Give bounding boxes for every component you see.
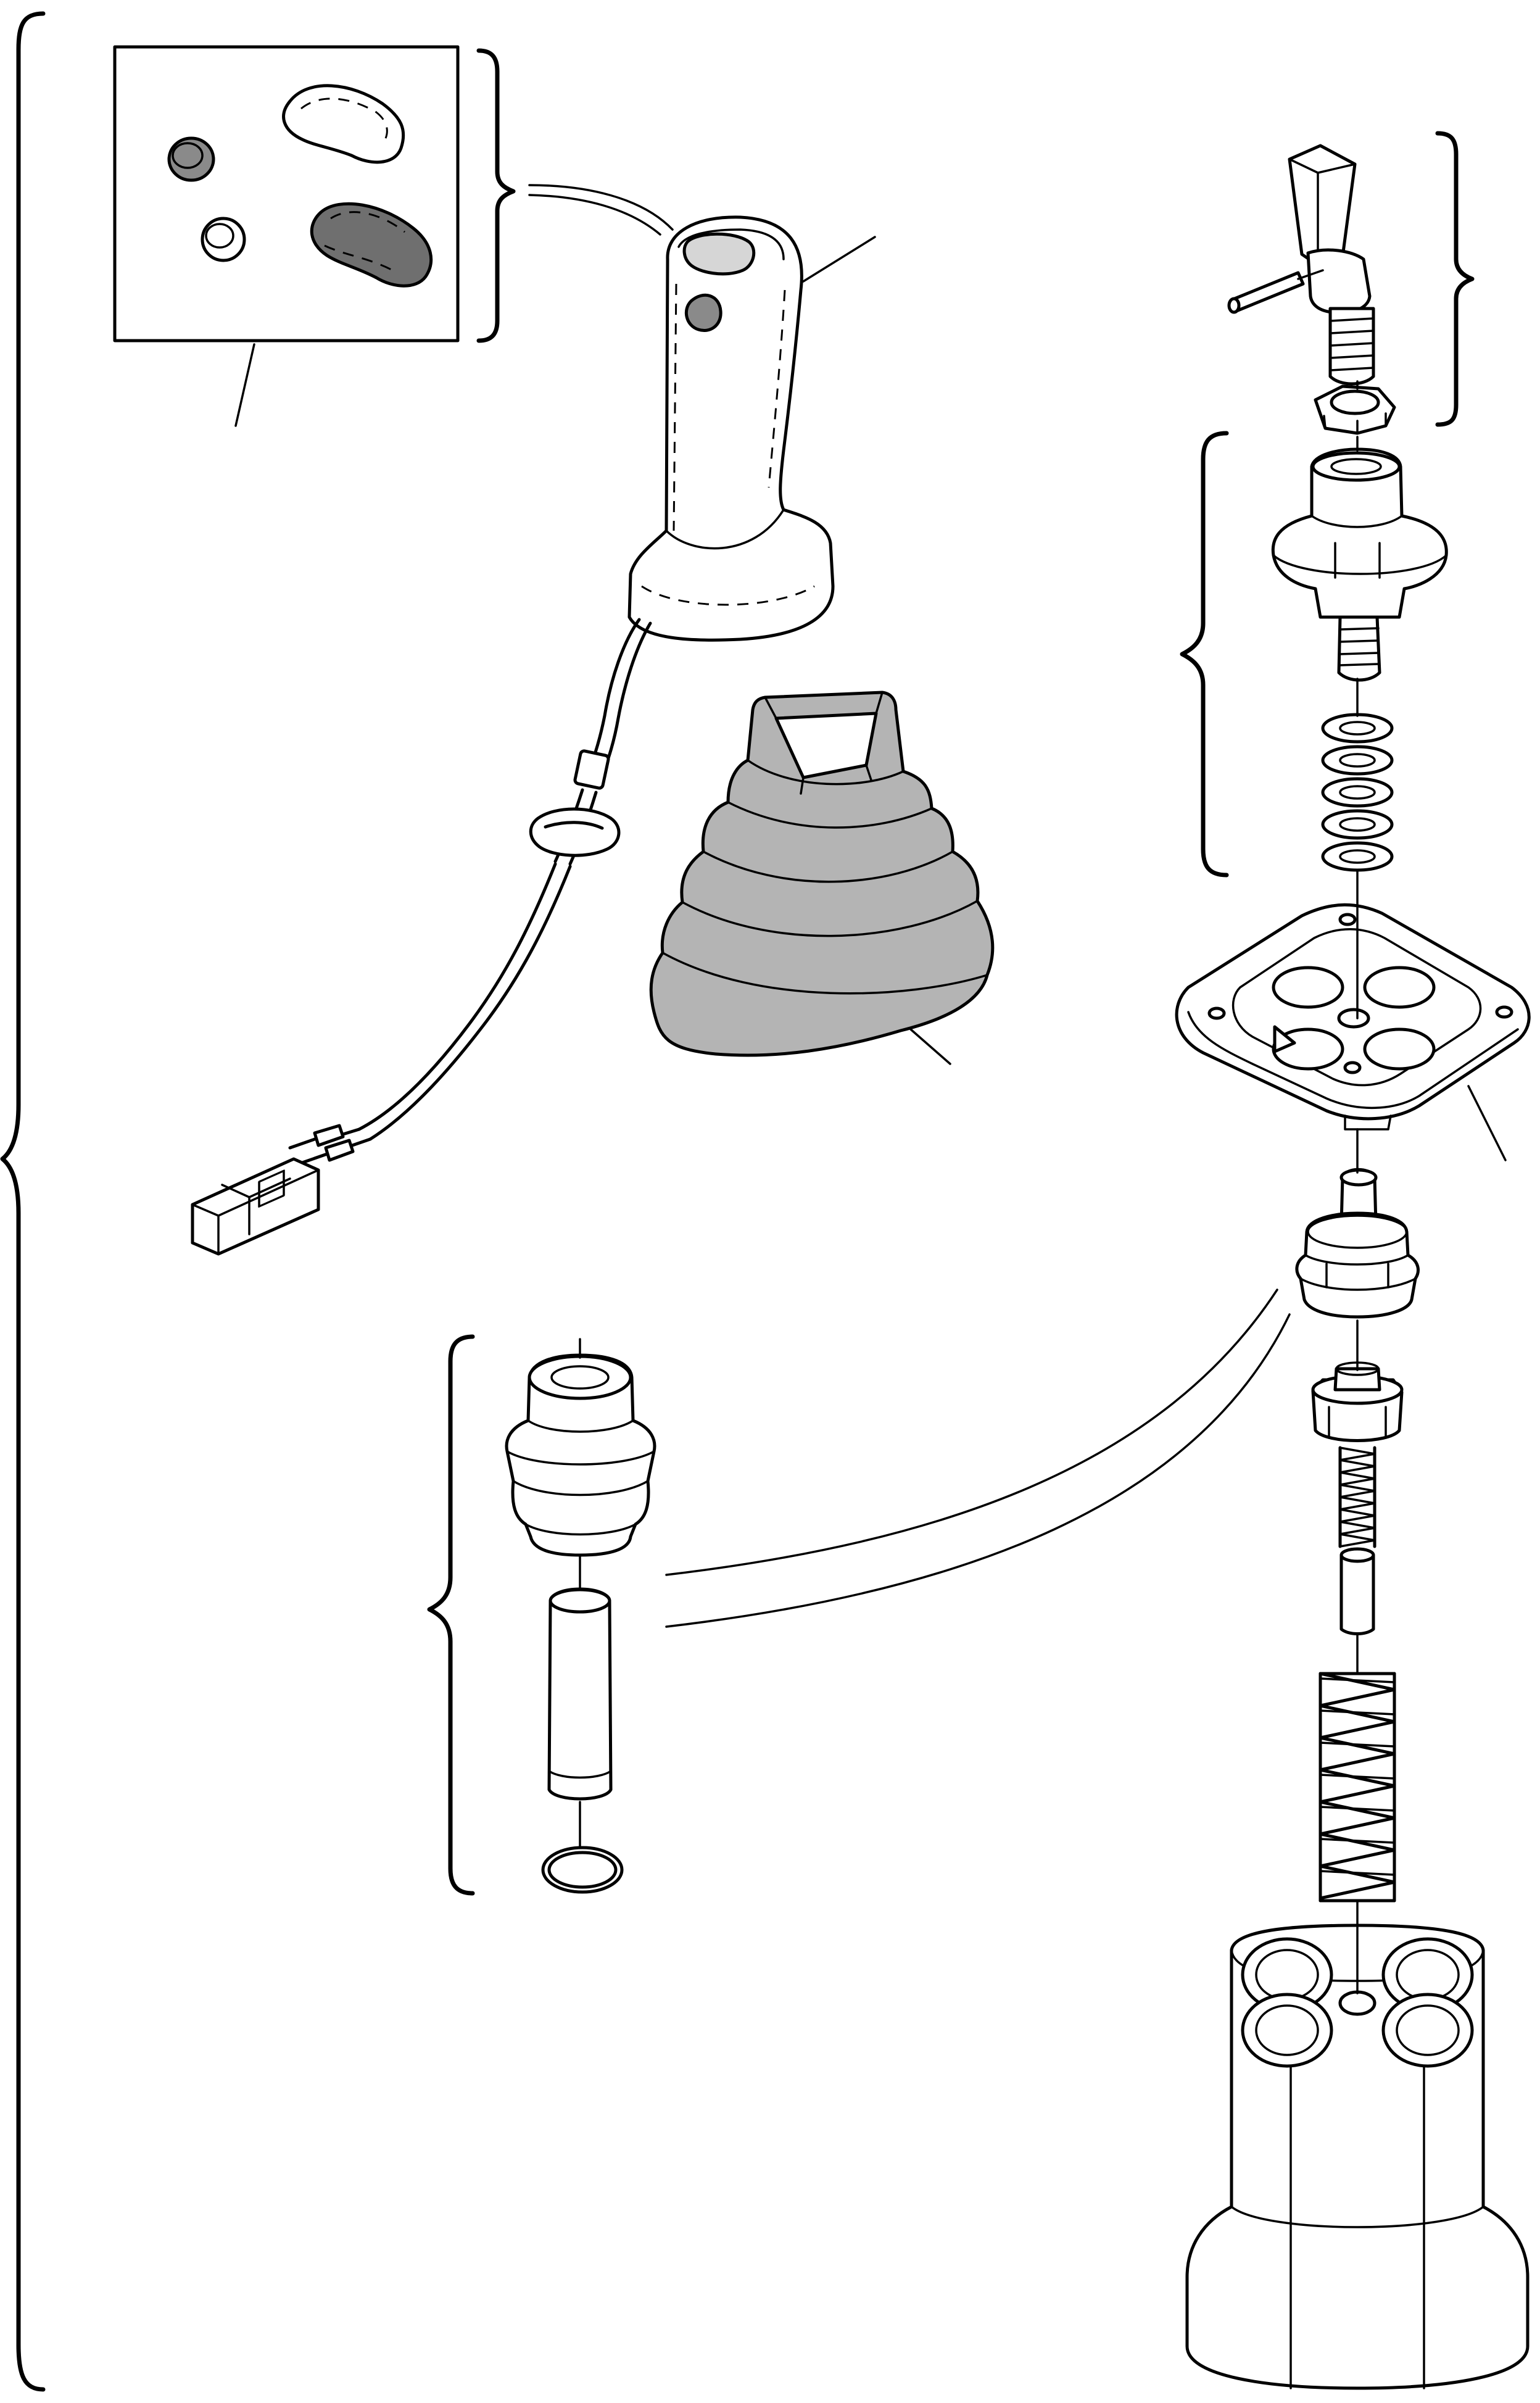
push-button-large-light (282, 84, 405, 164)
push-button-kit-connector (528, 184, 674, 231)
handle-side-button-icon (684, 293, 722, 332)
o-ring-icon (541, 1846, 624, 1894)
push-button-kit-frame (113, 45, 460, 342)
push-button-kit-brace (476, 48, 516, 343)
guide-pin-icon (547, 1587, 613, 1801)
joystick-handle-leader (802, 236, 876, 283)
pivot-assembly-kit (1271, 447, 1448, 872)
cable-tie-icon (529, 807, 621, 857)
plunger-guide-kit-connector (665, 1289, 1278, 1576)
return-spring (1319, 1672, 1396, 1903)
connector-plug-icon (191, 1157, 320, 1256)
adjustment-nut (1314, 384, 1396, 435)
lever-stem-kit (1227, 144, 1375, 386)
joystick-handle (627, 215, 835, 642)
cam-plate (1175, 903, 1531, 1131)
spring-seat-stem (1311, 1361, 1404, 1635)
push-button-kit-leader (234, 343, 255, 427)
valve-body-bore-icon (1241, 1937, 1474, 2068)
roll-pin-icon (1230, 271, 1305, 313)
cable-harness (191, 618, 652, 1256)
lever-stem-kit-brace (1435, 131, 1475, 427)
push-button-kit-connector-2 (528, 194, 661, 236)
threaded-stem-icon (1328, 307, 1375, 386)
pivot-assembly-kit-brace (1180, 431, 1229, 878)
push-button-large-dark (310, 202, 433, 288)
cam-plate-leader (1467, 1085, 1507, 1161)
plunger-guide-kit-brace (427, 1334, 475, 1896)
rubber-boot (649, 691, 995, 1057)
cam-plate-bore-icon (1272, 966, 1436, 1071)
disc-spring-stack-icon (1321, 713, 1394, 872)
handle-top-button-icon (682, 232, 756, 276)
push-button-kit (113, 45, 460, 342)
plunger-guide-kit (505, 1338, 656, 1894)
push-button-small-light (201, 217, 246, 262)
assembly-brace (0, 11, 46, 2392)
small-spring-icon (1338, 1446, 1376, 1548)
push-button-small-dark (167, 136, 215, 182)
rubber-boot-leader (909, 1028, 951, 1065)
wire-pin-icon (313, 1124, 345, 1147)
plunger-guide-kit-connector-2 (665, 1313, 1291, 1628)
valve-body (1185, 1924, 1530, 2390)
plunger-assembly (1295, 1168, 1420, 1319)
